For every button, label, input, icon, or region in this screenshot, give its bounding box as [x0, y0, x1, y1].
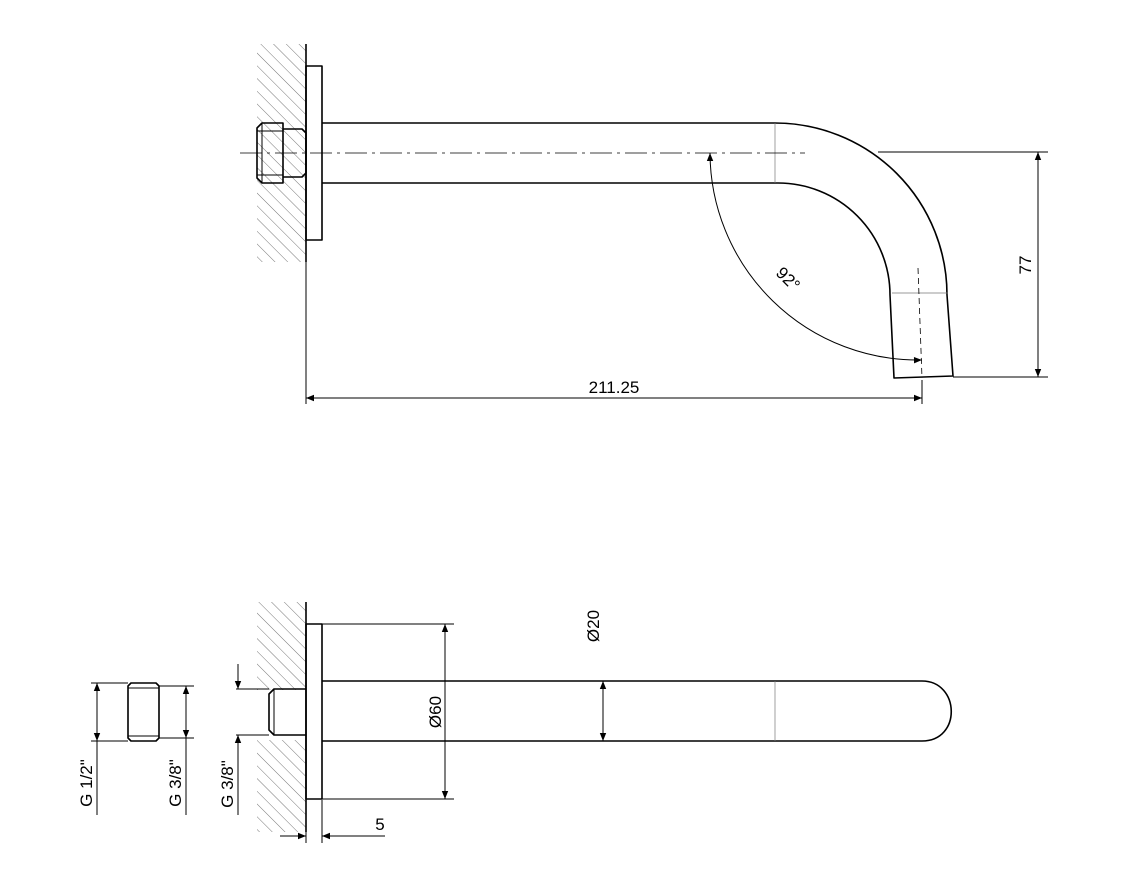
pipe-front: [322, 680, 953, 742]
drop-label: 77: [1016, 256, 1035, 275]
side-view: 92° 77 211.25: [240, 44, 1048, 404]
adapter-part: [127, 682, 160, 742]
length-dimension: 211.25: [305, 262, 923, 404]
wall-hatch-upper: [257, 602, 306, 690]
adapter-large-thread-dimension: G 1/2": [77, 682, 128, 815]
angle-dimension: 92°: [706, 152, 923, 364]
threaded-inlet-front: [268, 688, 306, 736]
flange-front: [305, 623, 323, 800]
adapter-small-thread-label: G 3/8": [166, 759, 185, 807]
adapter-small-thread-dimension: G 3/8": [159, 685, 194, 815]
adapter-large-thread-label: G 1/2": [77, 759, 96, 807]
outlet-centerline: [917, 267, 923, 379]
pipe-diameter-label: Ø20: [584, 610, 603, 642]
drop-dimension: 77: [878, 151, 1048, 378]
flange-diameter-label: Ø60: [426, 696, 445, 728]
wall-hatch-lower: [257, 740, 306, 832]
pipe-diameter-dimension: Ø20: [584, 610, 607, 741]
flange-diameter-dimension: Ø60: [322, 623, 454, 800]
flange-thickness-label: 5: [375, 815, 384, 834]
length-label: 211.25: [589, 378, 640, 397]
front-view: Ø20 Ø60 5 G 3/8": [77, 602, 953, 843]
inlet-thread-dimension: G 3/8": [218, 664, 269, 815]
inlet-thread-label: G 3/8": [218, 760, 237, 808]
flange-thickness-dimension: 5: [280, 800, 385, 843]
angle-label: 92°: [772, 263, 804, 295]
spout-body: [322, 122, 954, 379]
